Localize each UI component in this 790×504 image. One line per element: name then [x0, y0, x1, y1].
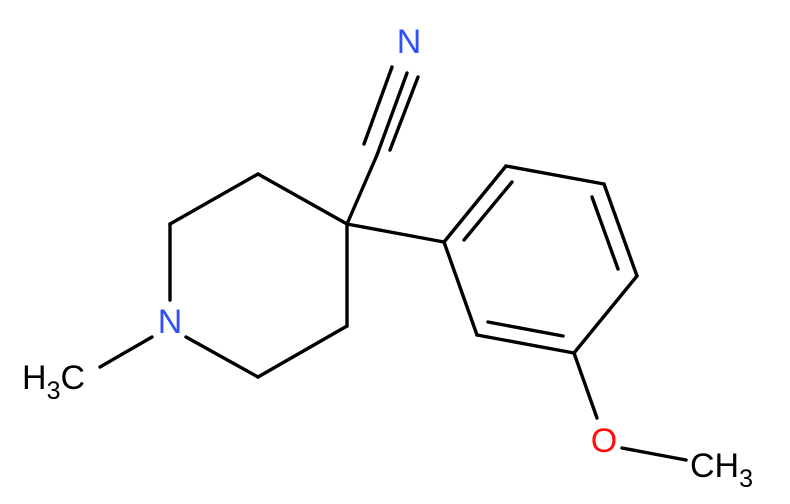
- bond-ar5-oxygen: [572, 351, 599, 420]
- n-methyl-c: C: [60, 359, 85, 397]
- bond-c6-c5: [256, 324, 349, 379]
- n-methyl-subscript: 3: [47, 377, 61, 405]
- bond-c4-c3: [256, 172, 349, 226]
- double-bond-inner-2: [590, 195, 620, 271]
- n-methyl-label: H3C: [22, 359, 85, 405]
- ring-nitrogen-label: N: [158, 303, 183, 341]
- triple-bond-right: [388, 75, 420, 152]
- o-methyl-subscript: 3: [739, 465, 753, 493]
- bond-c4-cnitrile: [345, 153, 379, 226]
- bond-ar6-ar1: [442, 240, 479, 337]
- bond-oxygen-methyl: [620, 446, 688, 462]
- benzene-ring: [442, 164, 639, 355]
- bond-n1-methyl: [98, 335, 154, 369]
- bond-n1-c6: [184, 335, 260, 379]
- double-bond-inner-1: [462, 180, 514, 242]
- bond-ar2-ar3: [504, 164, 606, 186]
- bond-ar1-ar2: [442, 164, 508, 244]
- o-methyl-label: CH3: [690, 447, 753, 493]
- n-methyl-h: H: [22, 359, 47, 397]
- o-methyl-ch: CH: [690, 447, 739, 485]
- bond-c4-phenyl: [345, 222, 446, 244]
- double-bond-inner-3: [486, 320, 565, 338]
- bond-c3-c2: [168, 172, 260, 226]
- bond-ar4-ar5: [572, 274, 639, 355]
- oxygen-label: O: [591, 422, 617, 460]
- piperidine-ring: [168, 172, 349, 379]
- triple-bond-left: [362, 65, 394, 146]
- nitrile-group: [345, 65, 420, 226]
- nitrile-nitrogen-label: N: [397, 23, 422, 61]
- triple-bond-center: [375, 71, 409, 157]
- bond-ar3-ar4: [602, 182, 639, 278]
- bond-ar5-ar6: [475, 333, 576, 355]
